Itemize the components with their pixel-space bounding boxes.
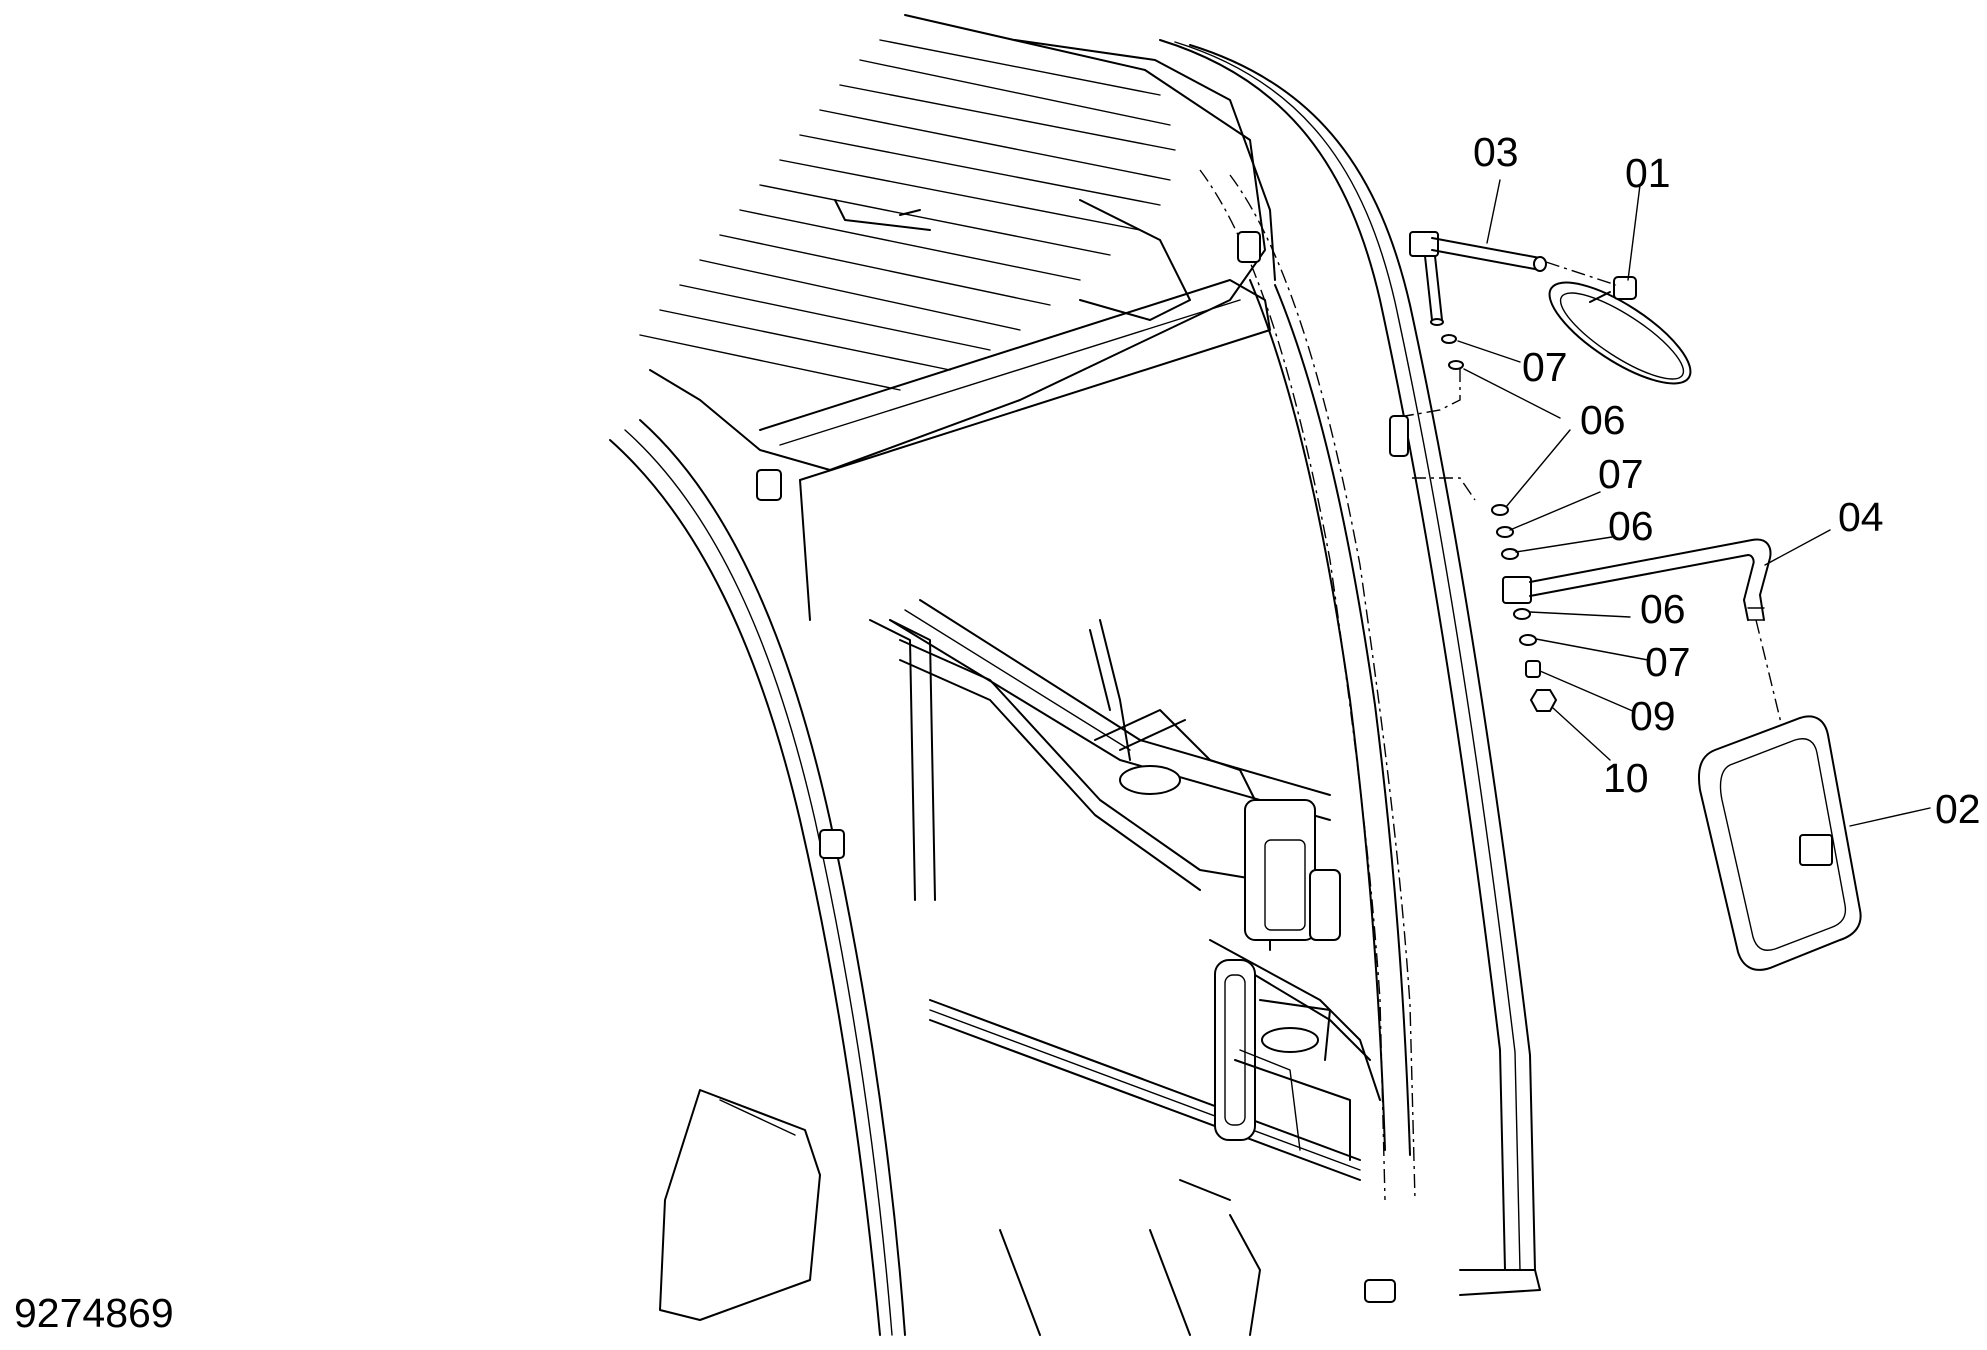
callout-09: 09 [1630, 693, 1676, 739]
mirror-assembly [1404, 179, 1931, 971]
part-01-round-mirror [1545, 184, 1692, 385]
hardware-lower [1412, 429, 1649, 761]
cab-interior [869, 599, 1381, 1336]
callout-10: 10 [1603, 755, 1649, 801]
callout-07: 07 [1645, 639, 1691, 685]
cab-roof [639, 14, 1266, 471]
callout-03: 03 [1473, 129, 1519, 175]
callout-06: 06 [1608, 503, 1654, 549]
part-03-stay [1409, 179, 1547, 326]
cab-frame [609, 39, 1541, 1336]
hardware-upper [1404, 334, 1561, 419]
callout-07: 07 [1522, 344, 1568, 390]
part-02-rect-mirror [1697, 715, 1931, 971]
callout-06: 06 [1640, 586, 1686, 632]
drawing-number: 9274869 [14, 1290, 174, 1336]
callout-07: 07 [1598, 451, 1644, 497]
callout-04: 04 [1838, 494, 1884, 540]
callout-01: 01 [1625, 150, 1671, 196]
callout-02: 02 [1935, 786, 1981, 832]
callout-labels: 03 01 07 06 07 06 04 06 07 09 10 02 [1473, 129, 1981, 832]
callout-06: 06 [1580, 397, 1626, 443]
